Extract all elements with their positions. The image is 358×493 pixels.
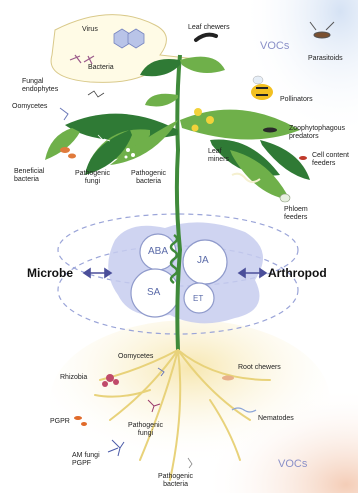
oomycetes-top-icon — [60, 108, 68, 120]
label-am-fungi: AM fungi PGPF — [72, 452, 100, 468]
phloem-feeder-icon — [280, 194, 290, 202]
label-pathogenic-fungi-top: Pathogenic fungi — [75, 170, 110, 186]
label-pgpr: PGPR — [50, 418, 70, 426]
label-cell-content: Cell content feeders — [312, 152, 349, 168]
label-parasitoids: Parasitoids — [308, 55, 343, 63]
label-oomycetes-top: Oomycetes — [12, 103, 47, 111]
beneficial-bacteria-icon — [60, 147, 76, 159]
label-pathogenic-bacteria-top: Pathogenic bacteria — [131, 170, 166, 186]
label-pollinators: Pollinators — [280, 96, 313, 104]
cell-content-feeder-icon — [299, 156, 307, 160]
predator-icon — [263, 128, 277, 133]
label-phloem-feeders: Phloem feeders — [284, 206, 308, 222]
label-pathogenic-fungi-root: Pathogenic fungi — [128, 422, 163, 438]
label-beneficial-bacteria: Beneficial bacteria — [14, 168, 44, 184]
label-rhizobia: Rhizobia — [60, 374, 87, 382]
microbe-arrow — [84, 269, 111, 277]
root-chewer-icon — [222, 376, 234, 381]
label-bacteria: Bacteria — [88, 64, 114, 72]
label-arthropod: Arthropod — [268, 266, 327, 280]
label-fungal-endophytes: Fungal endophytes — [22, 78, 58, 94]
label-oomycetes-root: Oomycetes — [118, 353, 153, 361]
label-leaf-miners: Leaf miners — [208, 148, 229, 164]
fungal-endophyte-icon — [88, 91, 104, 97]
hormone-sa: SA — [147, 287, 160, 298]
hormone-et: ET — [193, 294, 203, 303]
label-vocs-top: VOCs — [260, 40, 289, 52]
label-vocs-bottom: VOCs — [278, 458, 307, 470]
hormone-ja: JA — [197, 255, 209, 266]
label-zoophytophagous: Zoophytophagous predators — [289, 125, 345, 141]
label-microbe: Microbe — [27, 266, 73, 280]
label-nematodes: Nematodes — [258, 415, 294, 423]
label-virus: Virus — [82, 26, 98, 34]
leaves-left — [45, 114, 178, 175]
label-pathogenic-bacteria-root: Pathogenic bacteria — [158, 473, 193, 489]
label-leaf-chewers: Leaf chewers — [188, 24, 230, 32]
label-root-chewers: Root chewers — [238, 364, 281, 372]
hormone-aba: ABA — [148, 246, 168, 257]
